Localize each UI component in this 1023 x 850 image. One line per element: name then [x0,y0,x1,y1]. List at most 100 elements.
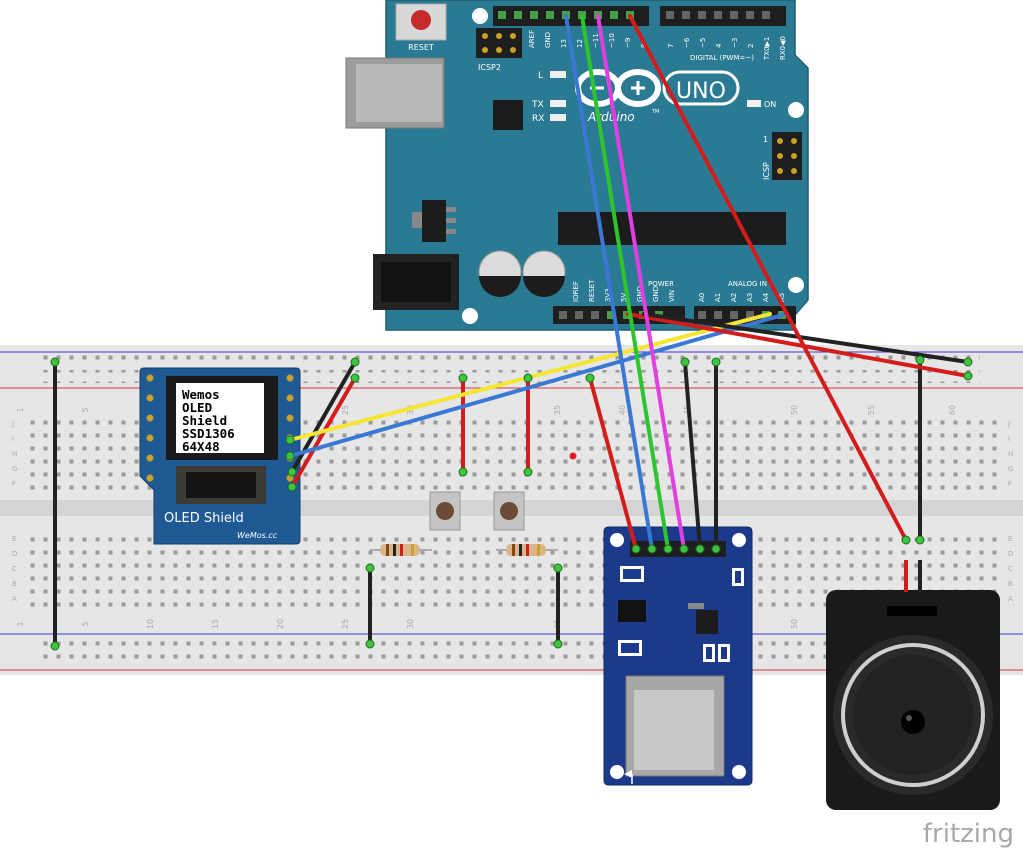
capacitor [478,250,522,297]
led-rx [550,114,566,121]
wire-red [626,312,970,378]
power-pin-label: 5V [620,293,628,302]
pin-label-3: ~3 [731,38,739,48]
usb-connector-inner [356,64,442,122]
usb-chip [493,100,523,130]
arduino-uno-board: RESET ICSP2 AREF GND 13 12 ~11 ~10 ~9 8 … [345,0,809,331]
mounting-hole [472,8,488,24]
digital-header-right [660,6,786,26]
power-pin-label: RESET [588,279,596,302]
row-letter: D [12,550,17,558]
led-tx [550,100,566,107]
led-label-l: L [538,71,543,81]
wires [53,14,970,648]
oled-shield: Wemos OLED Shield SSD1306 64X48 OLED Shi… [139,367,301,545]
row-letter: D [1008,550,1013,558]
pin-label-5: ~5 [699,38,707,48]
digital-label: DIGITAL (PWM=~) [690,54,754,62]
mounting-hole [462,308,478,324]
logo-uno: UNO [676,79,726,104]
col-number-top: 40 [618,405,627,415]
wire-red [588,376,638,551]
row-letter: E [12,535,16,543]
sd-regulator [696,610,718,634]
pin-label-10: ~10 [608,33,616,48]
col-number-top: 35 [553,405,562,415]
analog-pin-label: A3 [746,293,754,302]
row-letter: C [1008,565,1013,573]
analog-pin-label: A2 [730,293,738,302]
led-on [747,100,761,107]
power-jack-inner [381,262,451,302]
oled-screen-line: Wemos [182,387,220,402]
led-label-rx: RX [532,114,544,124]
pin-label-13: 13 [560,39,568,48]
col-number-bottom: 1 [16,621,25,626]
oled-display-screen [176,383,264,453]
push-button[interactable] [429,491,461,531]
col-number-top: 25 [341,405,350,415]
row-letter: B [12,580,17,588]
pin-label-6: ~6 [683,37,691,48]
analog-pin-label: A1 [714,293,722,302]
fritzing-logo: fritzing [923,819,1014,849]
pin-label-aref: AREF [528,30,536,48]
wire-blue [564,14,654,551]
pin-label-11: ~11 [592,33,600,48]
row-letter: J [11,420,14,428]
pin-label-gnd: GND [544,32,552,48]
col-number-bottom: 5 [81,621,90,626]
col-number-bottom: 10 [146,619,155,629]
marker-dot [569,452,577,460]
row-letter: G [12,465,17,473]
pin-label-rx0: RX0◀0 [779,36,787,60]
analog-pin-label: A5 [778,293,786,302]
col-number-top: 50 [790,405,799,415]
col-number-bottom: 15 [211,619,220,629]
row-letter: E [1008,535,1012,543]
row-letter: B [1008,580,1013,588]
mounting-hole [788,277,804,293]
row-letter: G [1008,465,1013,473]
icsp2-label: ICSP2 [478,63,501,72]
oled-shield-label: OLED Shield [164,511,244,526]
wire-black [642,312,970,364]
reset-label: RESET [408,43,434,52]
row-letter: I [12,435,14,443]
power-pin-label: VIN [668,290,676,302]
row-letter: C [12,565,17,573]
col-number-bottom: 20 [276,619,285,629]
led-l [550,71,566,78]
row-letter: A [1008,595,1013,603]
pin-label-2: 2 [747,44,755,48]
analog-label: ANALOG IN [728,280,767,288]
atmega-chip [558,212,786,245]
icsp-pin1-label: 1 [763,135,768,144]
col-number-bottom: 25 [341,619,350,629]
wire-endpoints [50,355,973,651]
on-label: ON [764,100,776,109]
pin-label-12: 12 [576,39,584,48]
sd-chip [618,600,646,622]
oled-screen-line: 64X48 [182,439,220,454]
reset-button-cap[interactable] [411,10,431,30]
wire-magenta [596,14,686,551]
icsp-header [772,132,802,180]
row-letter: F [12,480,16,488]
logo-tm: TM [651,109,659,115]
power-pin-label: 3V3 [604,288,612,302]
capacitor [522,250,566,297]
icsp2-header [476,28,522,58]
resistor [370,544,432,556]
push-button[interactable] [493,491,525,531]
top-rail-row-1 [40,355,980,368]
analog-pin-label: A4 [762,292,770,302]
power-label: POWER [648,280,674,288]
wire-red [628,14,908,542]
col-number-top: 55 [867,405,876,415]
pin-label-7: 7 [667,44,675,48]
oled-screen-line: Shield [182,413,227,428]
power-pin-label: GND [652,286,660,302]
row-letter: F [1008,480,1012,488]
